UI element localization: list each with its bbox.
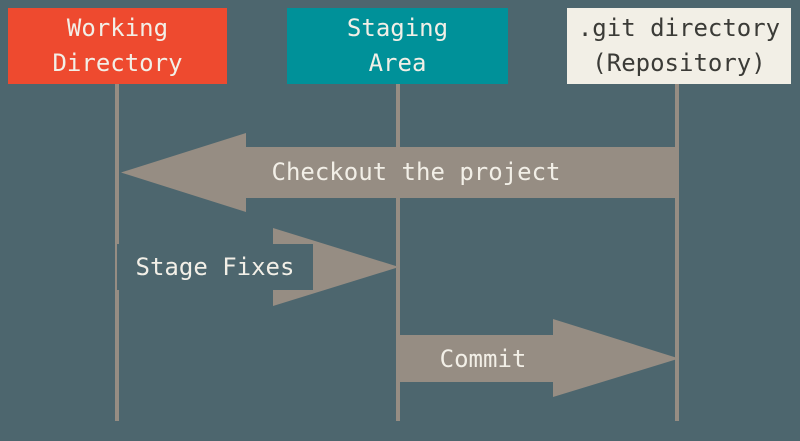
box-staging-area: Staging Area (287, 8, 508, 84)
commit-arrow-shape (398, 319, 679, 397)
box-staging-area-line1: Staging (346, 14, 449, 42)
box-git-directory-line2: (Repository) (592, 49, 766, 77)
stage-fixes-arrow-shape (117, 228, 399, 306)
box-staging-area-line2: Area (368, 49, 427, 77)
box-git-directory-line1: .git directory (577, 14, 781, 42)
lifeline-git-directory (675, 84, 679, 421)
lifeline-staging-area (396, 84, 400, 421)
box-working-directory-line1: Working (66, 14, 169, 42)
box-working-directory-line2: Directory (52, 49, 183, 77)
box-working-directory: Working Directory (8, 8, 227, 84)
checkout-arrow-shape (121, 133, 679, 212)
box-git-directory: .git directory (Repository) (567, 8, 791, 84)
